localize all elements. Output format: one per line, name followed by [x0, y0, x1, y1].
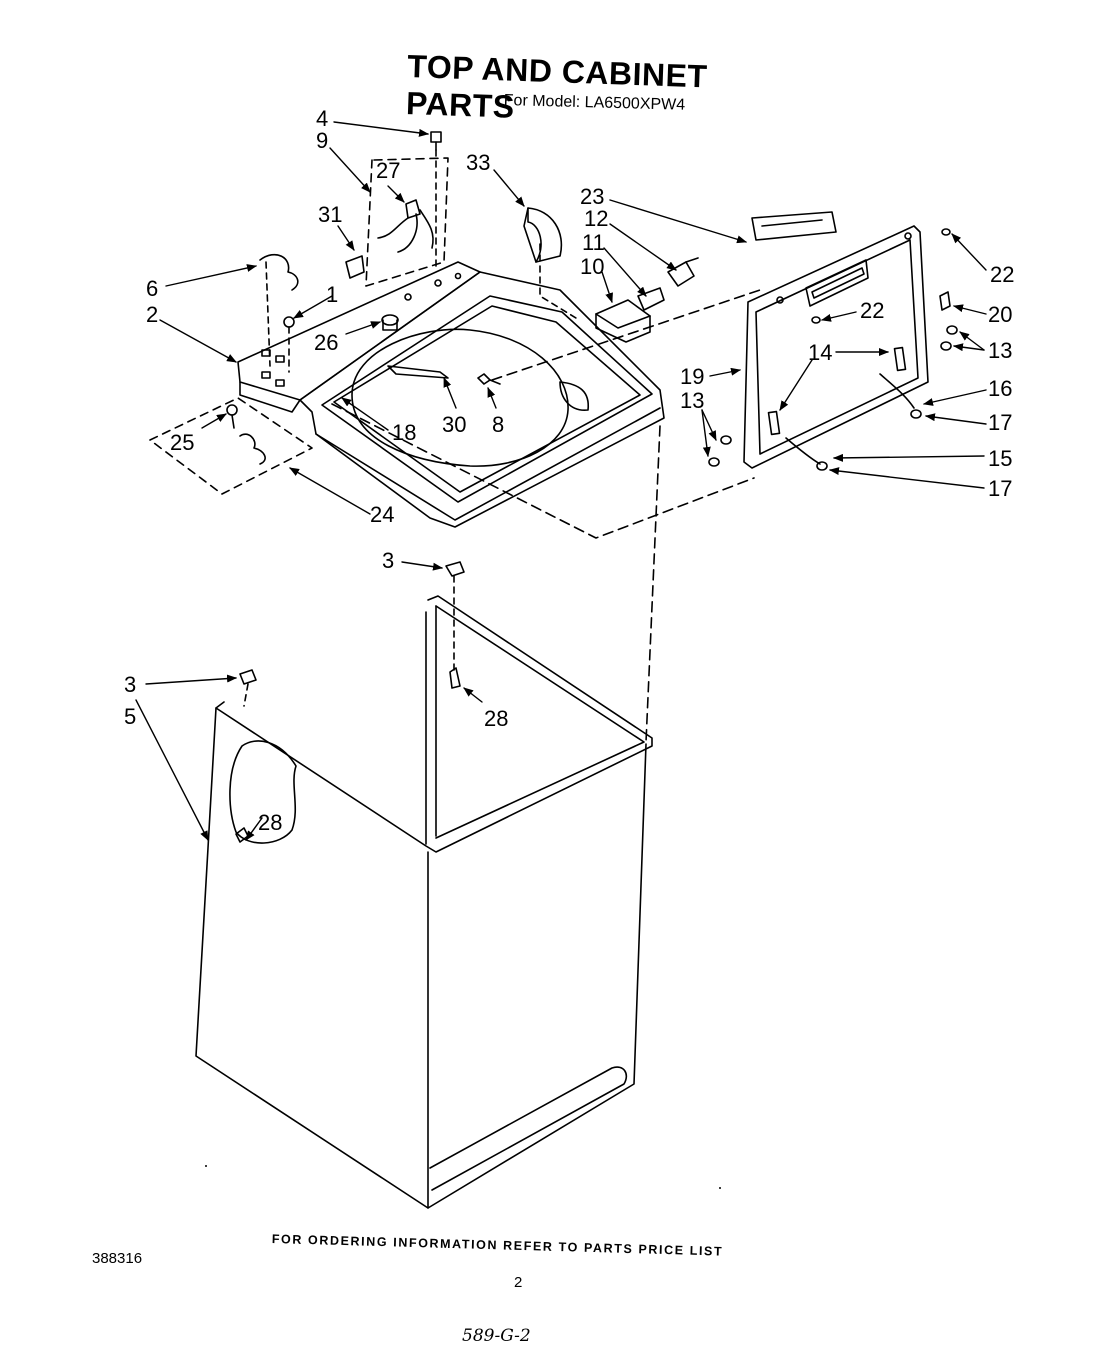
- document-number: 388316: [92, 1250, 143, 1267]
- hinge-pin-part: [387, 365, 449, 379]
- panel-bracket-part: [751, 211, 837, 241]
- callout-17b: 17: [988, 476, 1012, 501]
- callout-12: 12: [584, 206, 608, 231]
- bracket-parts: [226, 404, 266, 465]
- page-number: 2: [514, 1274, 523, 1291]
- cabinet: [195, 595, 653, 1209]
- callout-5: 5: [124, 704, 136, 729]
- callout-11: 11: [582, 230, 605, 255]
- callout-13a: 13: [988, 338, 1012, 363]
- callout-13b: 13: [680, 388, 704, 413]
- leader-arrows: [135, 121, 987, 841]
- callout-22a: 22: [990, 262, 1014, 287]
- callout-labels: 4 9 27 33 23 12 11 10 31 6 1 2 26 30 8 1…: [124, 106, 1014, 835]
- bracket-dashed-box: [149, 397, 313, 495]
- callout-23: 23: [580, 184, 604, 209]
- nut-part: [283, 316, 295, 328]
- callout-19: 19: [680, 364, 704, 389]
- callout-30: 30: [442, 412, 466, 437]
- callout-2: 2: [146, 302, 158, 327]
- callout-4: 4: [316, 106, 328, 131]
- callout-27: 27: [376, 158, 400, 183]
- callout-15: 15: [988, 446, 1012, 471]
- callout-3b: 3: [124, 672, 136, 697]
- top-screw-part: [430, 131, 442, 267]
- cable-clamp-part: [259, 254, 299, 367]
- dispenser-part: [523, 207, 563, 263]
- callout-28b: 28: [258, 810, 282, 835]
- wire-harness-part: [377, 199, 434, 253]
- panel-fasteners: [708, 228, 958, 471]
- callout-14: 14: [808, 340, 832, 365]
- callout-1: 1: [326, 282, 338, 307]
- callout-24: 24: [370, 502, 394, 527]
- callout-8: 8: [492, 412, 504, 437]
- callout-31: 31: [318, 202, 342, 227]
- harness-dashed-box: [365, 157, 449, 287]
- cabinet-clip-parts: [239, 561, 465, 707]
- callout-20: 20: [988, 302, 1012, 327]
- callout-6: 6: [146, 276, 158, 301]
- callout-28a: 28: [484, 706, 508, 731]
- callout-16: 16: [988, 376, 1012, 401]
- callout-3a: 3: [382, 548, 394, 573]
- callout-33: 33: [466, 150, 490, 175]
- callout-9: 9: [316, 128, 328, 153]
- back-panel: [743, 225, 929, 469]
- washer-top-assembly: [237, 261, 665, 528]
- callout-22b: 22: [860, 298, 884, 323]
- grommet-part: [381, 314, 399, 331]
- callout-17a: 17: [988, 410, 1012, 435]
- lid-switch-parts: [595, 257, 699, 343]
- callout-18: 18: [392, 420, 416, 445]
- handwritten-note: 589-G-2: [462, 1326, 531, 1346]
- clip-part: [345, 255, 365, 279]
- callout-26: 26: [314, 330, 338, 355]
- callout-25: 25: [170, 430, 194, 455]
- callout-10: 10: [580, 254, 604, 279]
